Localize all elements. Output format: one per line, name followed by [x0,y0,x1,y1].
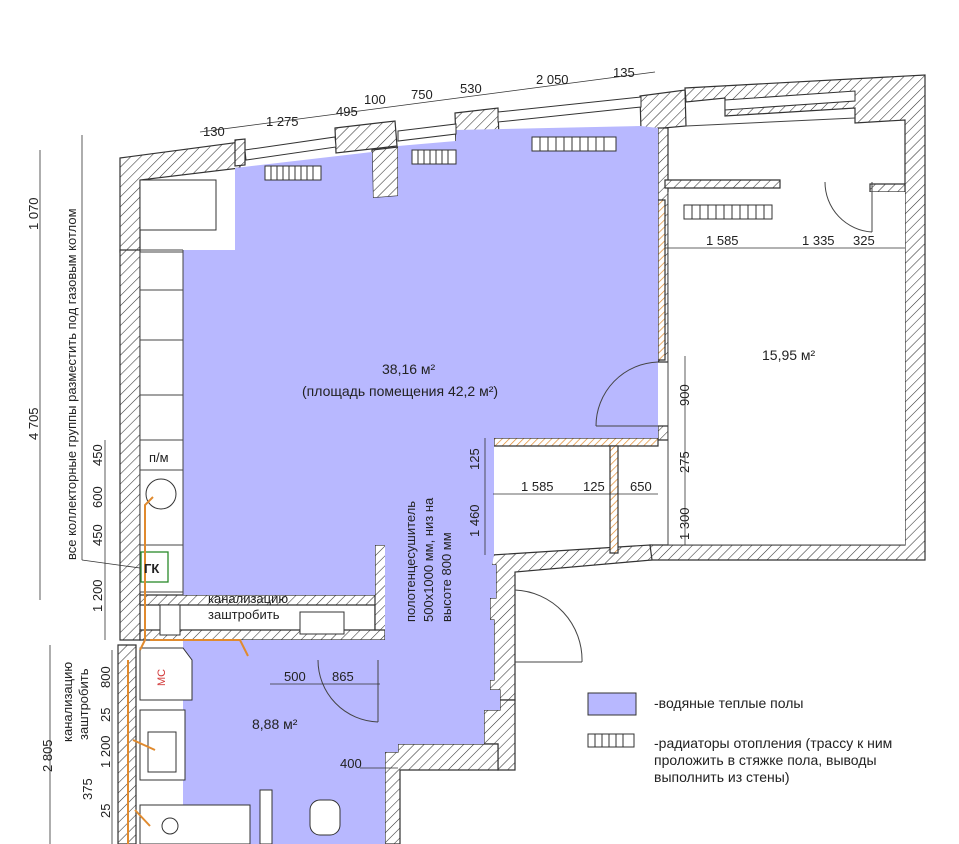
dim-bath-1: 500 [284,669,306,684]
collector-note: все коллекторные группы разместить под г… [64,208,79,560]
legend-heating-swatch [587,692,637,716]
dim-top-7: 2 050 [536,72,569,87]
legend-radiator-text-3: выполнить из стены) [654,769,790,785]
dim-hall-1: 1 585 [521,479,554,494]
dim-hall-3: 650 [630,479,652,494]
radiator-2 [411,149,457,165]
dim-bl-5: 375 [80,778,95,800]
windows [244,90,856,161]
dim-hallv-1: 125 [467,448,482,470]
living-note-label: (площадь помещения 42,2 м²) [302,383,498,399]
bedroom-area-label: 15,95 м² [762,347,816,363]
dim-top-8: 135 [613,65,635,80]
towel-line3: высоте 800 мм [439,532,454,622]
mc-label: МС [156,669,168,686]
dim-bed-3: 325 [853,233,875,248]
pipes [127,496,249,844]
dim-top-6: 530 [460,81,482,96]
sewer-left-line2: заштробить [76,668,91,740]
towel-line2: 500х1000 мм, низ на [421,497,436,622]
pm-label: п/м [149,450,169,465]
dim-lin-2: 600 [90,486,105,508]
radiator-4 [683,204,773,220]
dim-bl-2: 25 [98,708,113,722]
dim-bed-2: 1 335 [802,233,835,248]
legend-radiator-text-1: -радиаторы отопления (трассу к ним [654,735,892,751]
bathroom-area-label: 8,88 м² [252,716,298,732]
dim-lin-4: 1 200 [90,579,105,612]
living-area-label: 38,16 м² [382,361,436,377]
floor-heating-zones [183,126,658,844]
dim-hall-2: 125 [583,479,605,494]
dim-top-1: 130 [203,124,225,139]
dim-lin-1: 450 [90,444,105,466]
dim-bed-1: 1 585 [706,233,739,248]
dim-left-1: 1 070 [26,197,41,230]
dim-bath-2: 865 [332,669,354,684]
dimension-lines [39,71,905,844]
dim-top-4: 100 [364,92,386,107]
dim-bedv-3: 1 300 [677,507,692,540]
bathroom-fixtures [139,604,345,844]
dim-hallv-2: 1 460 [467,504,482,537]
dim-bl-4: 25 [98,804,113,818]
sewer-left-line1: канализацию [60,662,75,742]
dim-bl-3: 1 200 [98,735,113,768]
sewer-top-line2: заштробить [208,607,280,622]
dim-bl-1: 800 [98,666,113,688]
legend-heating-text: -водяные теплые полы [654,695,803,711]
dim-left-2: 4 705 [26,407,41,440]
dim-lin-3: 450 [90,524,105,546]
towel-line1: полотенцесушитель [403,501,418,622]
legend-radiator-text-2: проложить в стяжке пола, выводы [654,752,877,768]
dim-bedv-2: 275 [677,451,692,473]
dim-top-2: 1 275 [266,114,299,129]
radiators [264,136,773,220]
dim-bedv-1: 900 [677,384,692,406]
dim-top-3: 495 [336,104,358,119]
radiator-3 [531,136,617,152]
interior-lines [139,117,905,723]
dim-bath-outer: 2 805 [40,739,55,772]
sewer-top-line1: канализацию [208,591,288,606]
kitchen-sink [145,478,177,510]
gk-label: ГК [144,561,159,576]
dim-bath-3: 400 [340,756,362,771]
dim-top-5: 750 [411,87,433,102]
